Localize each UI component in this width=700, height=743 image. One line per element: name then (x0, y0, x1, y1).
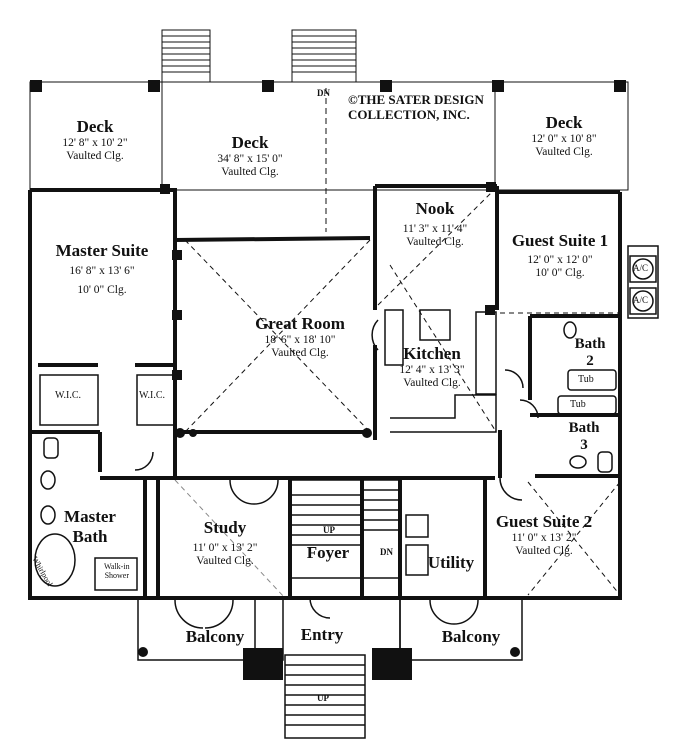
room-name: Deck (545, 113, 583, 132)
room-name: Bath (568, 420, 600, 436)
copyright-notice: ©THE SATER DESIGN COLLECTION, INC. (348, 92, 484, 123)
wic-left-label: W.I.C. (55, 390, 82, 401)
room-name: Guest Suite 1 (511, 231, 609, 250)
room-bath-3: Bath 3 (562, 420, 606, 455)
room-foyer: Foyer (300, 543, 356, 563)
copyright-line-1: ©THE SATER DESIGN (348, 92, 484, 107)
room-dims: 18' 6" x 18' 10" (264, 333, 336, 346)
walkin-shower-line-1: Walk-in (104, 562, 130, 571)
room-note: Vaulted Clg. (403, 376, 461, 389)
stairs-up-entry-label: UP (317, 693, 329, 703)
room-name: Deck (76, 117, 114, 136)
room-dims: 12' 8" x 10' 2" (62, 136, 128, 149)
room-number: 3 (580, 437, 588, 454)
room-study: Study 11' 0" x 13' 2" Vaulted Clg. (170, 518, 280, 568)
room-name: Master (64, 507, 116, 526)
stairs-dn-top-label: DN (317, 88, 330, 98)
room-name: Entry (300, 625, 344, 644)
room-note: Vaulted Clg. (535, 145, 593, 158)
room-utility: Utility (420, 553, 482, 573)
room-note: Vaulted Clg. (515, 544, 573, 557)
wic-right-label: W.I.C. (139, 390, 166, 401)
room-guest-suite-2: Guest Suite 2 11' 0" x 13' 2" Vaulted Cl… (484, 512, 604, 558)
room-name: Study (203, 518, 247, 537)
tub-upper-label: Tub (578, 374, 594, 385)
room-name: Utility (427, 553, 475, 572)
room-dims: 12' 0" x 10' 8" (531, 132, 597, 145)
room-dims: 12' 4" x 13' 3" (399, 363, 465, 376)
room-number: 2 (586, 353, 594, 370)
room-master-suite: Master Suite 16' 8" x 13' 6" 10' 0" Clg. (42, 241, 162, 297)
room-name: Kitchen (403, 344, 461, 363)
tub-lower-label: Tub (570, 399, 586, 410)
stairs-up-foyer-label: UP (323, 525, 335, 535)
room-entry: Entry (290, 625, 354, 645)
room-name: Balcony (185, 627, 245, 646)
room-balcony-right: Balcony (428, 627, 514, 647)
ac-1-label: A/C (633, 263, 649, 273)
room-dims: 16' 8" x 13' 6" (69, 264, 135, 277)
room-name: Balcony (441, 627, 501, 646)
room-note: Vaulted Clg. (196, 554, 254, 567)
room-dims: 11' 0" x 13' 2" (511, 531, 577, 544)
room-deck-right: Deck 12' 0" x 10' 8" Vaulted Clg. (522, 113, 606, 159)
room-name: Great Room (255, 314, 345, 333)
room-note: Vaulted Clg. (406, 235, 464, 248)
room-bath-2: Bath 2 (568, 336, 612, 371)
room-deck-center: Deck 34' 8" x 15' 0" Vaulted Clg. (205, 133, 295, 179)
deck-stairs-right (291, 29, 357, 83)
stairs-dn-foyer-label: DN (380, 547, 393, 557)
room-name-2: Bath (72, 526, 108, 546)
room-dims: 11' 0" x 13' 2" (192, 541, 258, 554)
room-deck-left: Deck 12' 8" x 10' 2" Vaulted Clg. (55, 117, 135, 163)
room-dims: 12' 0" x 12' 0" (527, 253, 593, 266)
walkin-shower-line-2: Shower (104, 570, 130, 580)
room-note: 10' 0" Clg. (77, 283, 127, 296)
room-note: Vaulted Clg. (221, 165, 279, 178)
room-name: Deck (231, 133, 269, 152)
walkin-shower-label: Walk-in Shower (104, 562, 130, 581)
room-dims: 34' 8" x 15' 0" (217, 152, 283, 165)
room-note: Vaulted Clg. (66, 149, 124, 162)
room-kitchen: Kitchen 12' 4" x 13' 3" Vaulted Clg. (392, 344, 472, 390)
room-balcony-left: Balcony (172, 627, 258, 647)
room-name: Foyer (306, 543, 350, 562)
room-name: Master Suite (55, 241, 149, 260)
room-great-room: Great Room 18' 6" x 18' 10" Vaulted Clg. (240, 314, 360, 360)
room-nook: Nook 11' 3" x 11' 4" Vaulted Clg. (372, 199, 498, 249)
room-name: Guest Suite 2 (495, 512, 593, 531)
room-dims: 11' 3" x 11' 4" (402, 222, 468, 235)
deck-outline (29, 81, 629, 191)
room-master-bath: Master Bath (54, 507, 126, 546)
room-note: 10' 0" Clg. (535, 266, 585, 279)
copyright-line-2: COLLECTION, INC. (348, 106, 470, 122)
deck-stairs-left (161, 29, 211, 83)
room-note: Vaulted Clg. (271, 346, 329, 359)
ac-2-label: A/C (633, 295, 649, 305)
room-name: Nook (415, 199, 455, 218)
room-guest-suite-1: Guest Suite 1 12' 0" x 12' 0" 10' 0" Clg… (500, 231, 620, 280)
room-name: Bath (574, 336, 606, 352)
